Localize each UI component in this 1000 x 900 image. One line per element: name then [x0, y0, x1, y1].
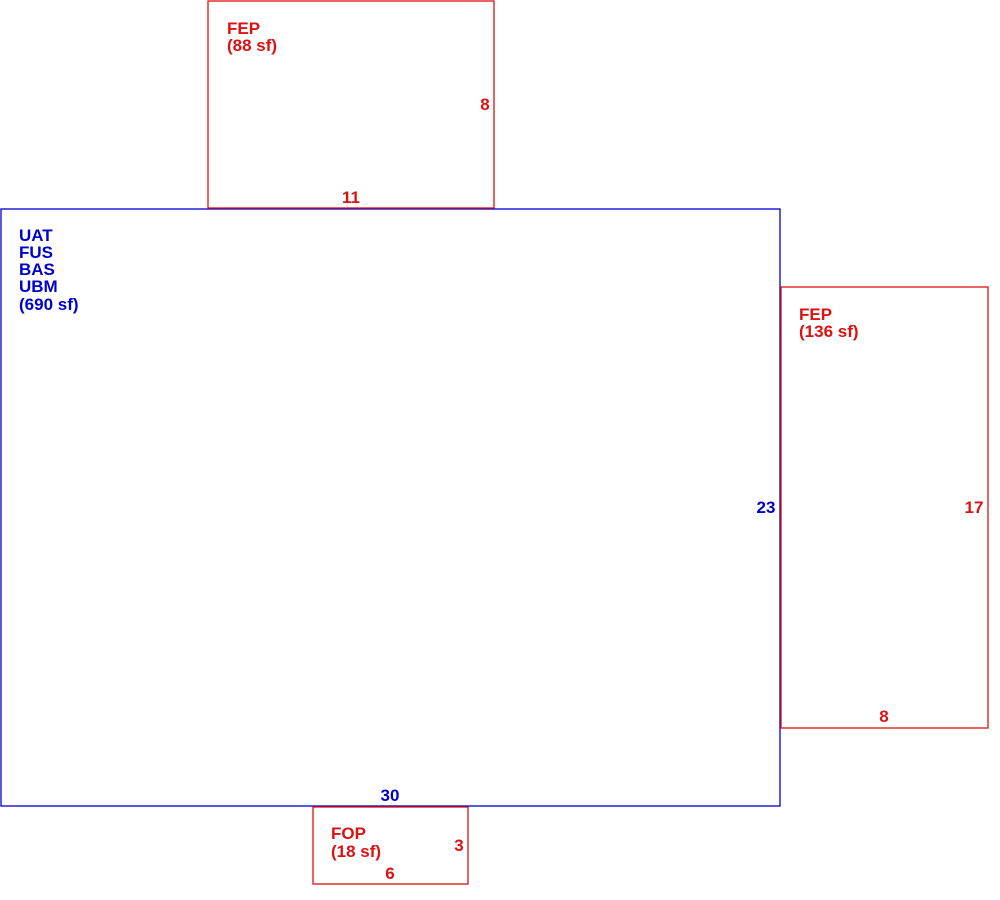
- main-area-outline: [0, 208, 781, 807]
- main-area-depth-dim: 23: [757, 498, 776, 517]
- fop-bottom-outline: [312, 806, 469, 885]
- fep-right-outline: [780, 286, 989, 729]
- main-area: UAT FUS BAS UBM (690 sf) 30 23: [0, 208, 781, 807]
- fop-bottom-code: FOP: [331, 824, 366, 843]
- fep-top-width-dim: 11: [342, 188, 360, 207]
- main-area-width-dim: 30: [381, 786, 400, 805]
- fep-right-width-dim: 8: [879, 707, 888, 726]
- fop-bottom-width-dim: 6: [385, 864, 394, 883]
- main-area-code-4: UBM: [19, 277, 58, 296]
- main-area-code-2: FUS: [19, 243, 53, 262]
- fop-bottom-area: FOP (18 sf) 6 3: [312, 806, 469, 885]
- fop-bottom-depth-dim: 3: [454, 836, 463, 855]
- fep-right-depth-dim: 17: [965, 498, 984, 517]
- main-area-sqft: (690 sf): [19, 295, 79, 314]
- fep-top-area: FEP (88 sf) 11 8: [207, 0, 495, 209]
- main-area-code-3: BAS: [19, 260, 55, 279]
- fep-top-depth-dim: 8: [480, 95, 489, 114]
- fep-right-sqft: (136 sf): [799, 322, 859, 341]
- fep-right-area: FEP (136 sf) 8 17: [780, 286, 989, 729]
- fep-top-sqft: (88 sf): [227, 36, 277, 55]
- fep-top-code: FEP: [227, 19, 260, 38]
- main-area-code-1: UAT: [19, 226, 53, 245]
- fep-right-code: FEP: [799, 305, 832, 324]
- fep-top-outline: [207, 0, 495, 209]
- fop-bottom-sqft: (18 sf): [331, 842, 381, 861]
